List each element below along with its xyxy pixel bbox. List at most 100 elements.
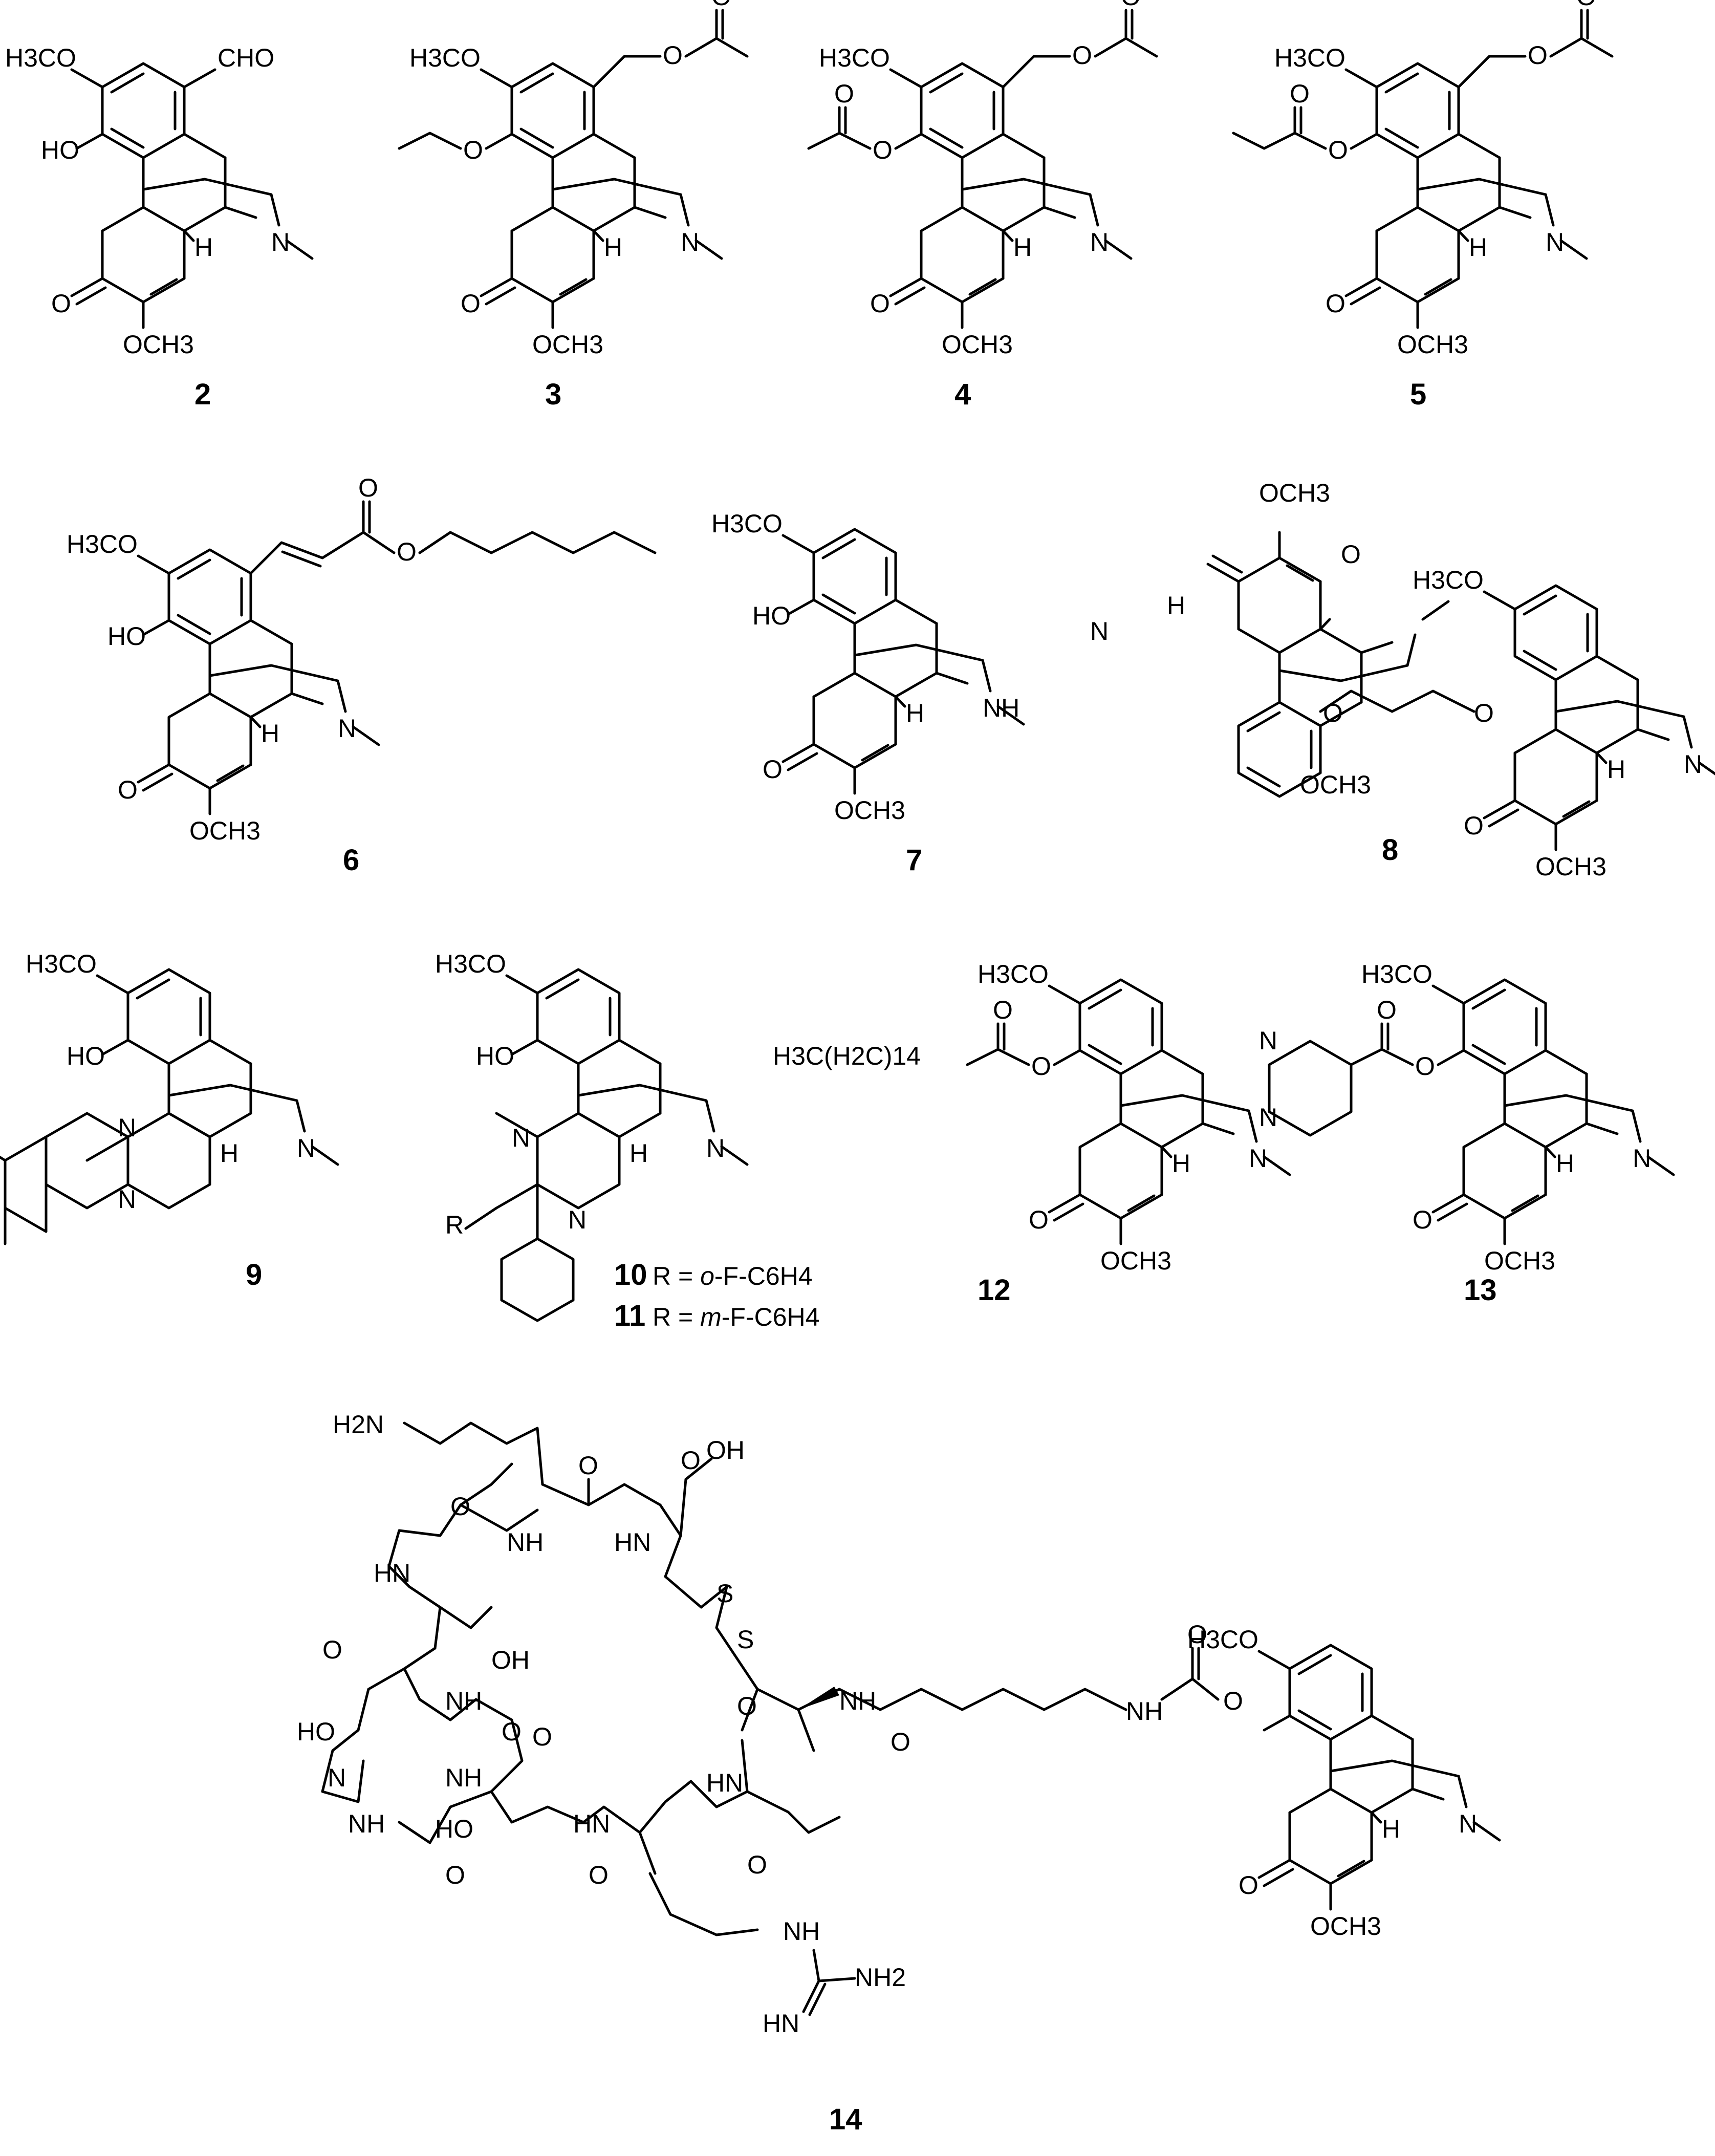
label-hn2: HN	[374, 1559, 410, 1587]
label-ho2: HO	[435, 1815, 473, 1843]
label-ester-o: O	[1528, 41, 1548, 70]
label-n1: N	[512, 1124, 530, 1152]
label-ester-eq: O	[1576, 0, 1596, 11]
compound-number: 8	[1382, 833, 1398, 867]
label-ester-eq: O	[358, 473, 378, 502]
label-bottom-methoxy: OCH3	[1300, 770, 1371, 799]
label-chain: H3C(H2C)14	[773, 1042, 921, 1070]
label-n2: N	[118, 1185, 136, 1214]
label-top-left: H3CO	[819, 44, 890, 72]
label-o-link: O	[891, 1728, 910, 1756]
caption-prefix: R =	[653, 1303, 700, 1331]
caption-prefix: R =	[653, 1262, 700, 1290]
label-right-methoxy: OCH3	[1535, 852, 1607, 881]
label-linker-o1: O	[1323, 699, 1343, 727]
label-oh2: OH	[491, 1646, 530, 1674]
label-ester-eq: O	[993, 996, 1013, 1024]
label-o-carb2: O	[1223, 1687, 1243, 1715]
caption-rest: -F-C6H4	[722, 1303, 820, 1331]
label-methoxy: OCH3	[1484, 1246, 1555, 1275]
compound-number: 7	[906, 844, 922, 877]
label-o1: O	[578, 1451, 598, 1480]
label-top-left: H3CO	[1187, 1625, 1258, 1654]
label-ester-o: O	[663, 41, 683, 70]
label-stereo-h-right: H	[1607, 755, 1625, 784]
label-o-carb: O	[1187, 1620, 1207, 1649]
compound-number: 14	[829, 2103, 862, 2136]
caption-italic: o	[700, 1262, 714, 1290]
label-amine: NH	[983, 694, 1019, 722]
label-stereo-h: H	[1172, 1149, 1190, 1178]
label-ether-o: O	[463, 136, 483, 164]
label-o10: O	[747, 1850, 767, 1879]
label-methoxy: OCH3	[1100, 1246, 1171, 1275]
compound-number: 12	[978, 1274, 1011, 1307]
label-ester-o: O	[1031, 1052, 1051, 1081]
label-top-left: H3CO	[67, 530, 138, 558]
label-methoxy: OCH3	[1310, 1912, 1381, 1941]
label-ketone: O	[51, 289, 71, 318]
label-right-top: H3CO	[1413, 566, 1484, 594]
label-pyrazine-n1: N	[1259, 1026, 1277, 1055]
label-ester-o: O	[1072, 41, 1092, 70]
label-top-left: H3CO	[1361, 960, 1432, 988]
label-amine: N	[338, 714, 356, 743]
label-stereo-h: H	[194, 233, 213, 262]
label-o2: O	[681, 1446, 701, 1475]
label-hn4: HN	[573, 1809, 610, 1838]
label-ester-eq: O	[1377, 996, 1397, 1024]
label-amine-right: N	[1684, 750, 1702, 779]
label-ketone: O	[870, 289, 890, 318]
label-nh-g: NH	[783, 1917, 820, 1946]
label-ho: HO	[297, 1717, 335, 1746]
label-o7: O	[532, 1722, 552, 1751]
label-oh1: OH	[706, 1436, 745, 1464]
caption-rest: -F-C6H4	[714, 1262, 813, 1290]
compound-13: H3CO N N O O O OCH3 N H 13	[1259, 960, 1674, 1307]
label-stereo-h: H	[629, 1139, 648, 1168]
label-stereo-h: H	[1013, 233, 1032, 262]
label-stereo-h: H	[261, 719, 279, 748]
label-nh-im: NH	[348, 1809, 385, 1838]
label-top-left: H3CO	[5, 44, 76, 72]
svg-text:R = o-F-C6H4: R = o-F-C6H4	[653, 1262, 813, 1290]
label-ketone: O	[1029, 1205, 1049, 1234]
label-o8: O	[445, 1861, 465, 1889]
label-hydroxy: HO	[107, 622, 146, 651]
label-hydroxy: HO	[67, 1042, 105, 1070]
label-stereo-h: H	[1556, 1149, 1574, 1178]
label-ketone: O	[118, 775, 138, 804]
label-ketone: O	[763, 755, 783, 784]
label-o5: O	[737, 1692, 757, 1720]
label-top-left: H3CO	[711, 509, 783, 538]
label-r: R	[445, 1211, 464, 1239]
label-methoxy: OCH3	[1397, 330, 1468, 359]
label-ester-o: O	[1415, 1052, 1435, 1081]
compound-number: 13	[1464, 1274, 1497, 1307]
label-top-left: H3CO	[1274, 44, 1345, 72]
label-amine: N	[297, 1134, 315, 1162]
compound-number: 11	[614, 1299, 645, 1332]
label-methoxy: OCH3	[942, 330, 1013, 359]
label-n-im: N	[328, 1763, 346, 1792]
label-n2: N	[568, 1205, 587, 1234]
compound-14: H2N O OH O NH HN O HN S S O OH NH O HO O…	[297, 1410, 1500, 2136]
label-ester-eq: O	[711, 0, 731, 11]
label-propanoyl-o: O	[1328, 136, 1348, 164]
compound-number: 9	[246, 1258, 262, 1291]
label-nh-link: NH	[839, 1687, 876, 1715]
label-hn1: HN	[614, 1528, 651, 1557]
label-o4: O	[322, 1635, 342, 1664]
label-pyrazine-n2: N	[1259, 1103, 1277, 1132]
label-top-left: H3CO	[26, 950, 97, 978]
caption-italic: m	[700, 1303, 722, 1331]
label-stereo-h: H	[1382, 1815, 1400, 1843]
caption-10: 10 R = o-F-C6H4	[614, 1258, 813, 1291]
label-top-ketone: O	[1341, 540, 1361, 569]
compound-number: 4	[954, 378, 971, 411]
label-amine-left: N	[1090, 617, 1109, 645]
label-hydroxy: HO	[41, 136, 79, 164]
label-ketone: O	[461, 289, 481, 318]
label-amine: N	[706, 1134, 725, 1162]
